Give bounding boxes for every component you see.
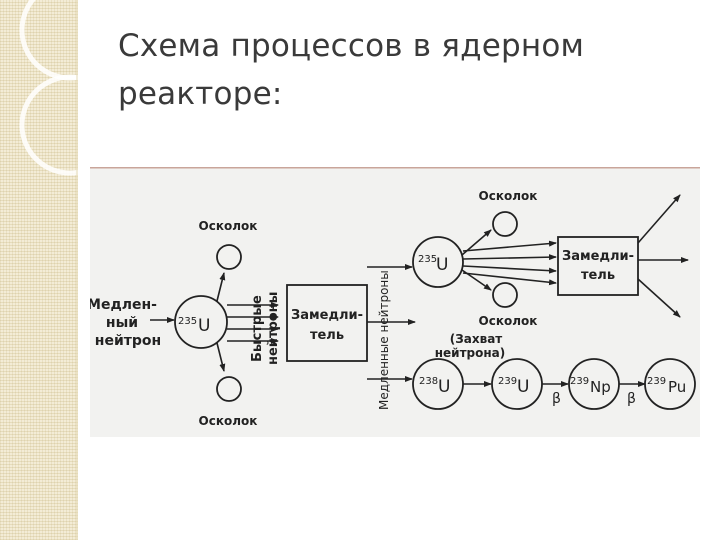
neutron-capture-label-line-1: (Захват [450,332,503,346]
slow-neutrons-arrows [367,264,416,382]
slide-title-line-2: реакторе: [118,76,283,112]
nucleus-u239-symbol: U [517,377,529,397]
fragment-circle-bottom-left [216,376,242,402]
fragment-label-bottom-left: Осколок [199,414,258,428]
fragment-label-top-left: Осколок [199,219,258,233]
fragment-circle-top-left [216,244,242,270]
nucleus-np239-mass: 239 [570,376,589,387]
nucleus-pu239-symbol: Pu [668,378,686,396]
moderator-box-left-label-line-2: тель [310,328,344,343]
nucleus-u235-left [174,295,228,349]
nucleus-u235-right-mass: 235 [418,254,437,265]
slow-neutrons-label: Медленные нейтроны [377,270,391,410]
moderator-box-right-label-line-1: Замедли- [562,249,634,264]
decorative-sidebar [0,0,78,540]
moderator-box-right-label-line-2: тель [581,268,615,283]
diagram-canvas: Медлен- ный нейтрон 235 U Осколок Осколо… [90,167,700,428]
nucleus-u235-left-mass: 235 [178,316,197,327]
fast-neutrons-label-line-2: нейтроны [266,292,281,365]
fragment-circle-bottom-right [492,282,518,308]
moderator-output-arrows [637,194,689,318]
slide-title-line-1: Схема процессов в ядерном [118,28,585,64]
moderator-box-right [557,236,639,296]
moderator-box-left-label-line-1: Замедли- [291,308,363,323]
nucleus-u238-symbol: U [438,377,450,397]
slow-neutron-label-line-2: ный [106,315,138,331]
nucleus-np239-symbol: Np [590,378,611,396]
nucleus-u239-mass: 239 [498,376,517,387]
nucleus-u235-left-symbol: U [198,316,210,336]
nucleus-u235-right [412,236,464,288]
nucleus-pu239 [644,358,696,410]
nucleus-pu239-mass: 239 [647,376,666,387]
fragment-arrow-top-left [216,272,226,302]
fragment-label-top-right: Осколок [479,189,538,203]
beta-label-2: β [627,391,636,407]
slide-title: Схема процессов в ядерном реакторе: [118,22,678,118]
reactor-process-diagram: Медлен- ный нейтрон 235 U Осколок Осколо… [90,167,700,437]
slow-neutron-label: Медлен- ный нейтрон [90,297,161,349]
decorative-circles [19,0,78,540]
beta-label-1: β [552,391,561,407]
fast-neutrons-label-line-1: Быстрые [250,295,265,362]
neutron-capture-label-line-2: нейтрона) [435,346,506,360]
nucleus-u235-right-symbol: U [436,255,448,275]
fragment-circle-top-right [492,211,518,237]
fragment-arrow-bottom-left [216,342,226,372]
slow-neutron-label-line-1: Медлен- [90,297,157,313]
fission-products-arrows [461,229,557,291]
slow-neutron-label-line-3: нейтрон [95,333,161,349]
fragment-label-bottom-right: Осколок [479,314,538,328]
fast-neutrons-arrows [227,302,279,344]
moderator-box-left [286,284,368,362]
nucleus-u238-mass: 238 [419,376,438,387]
